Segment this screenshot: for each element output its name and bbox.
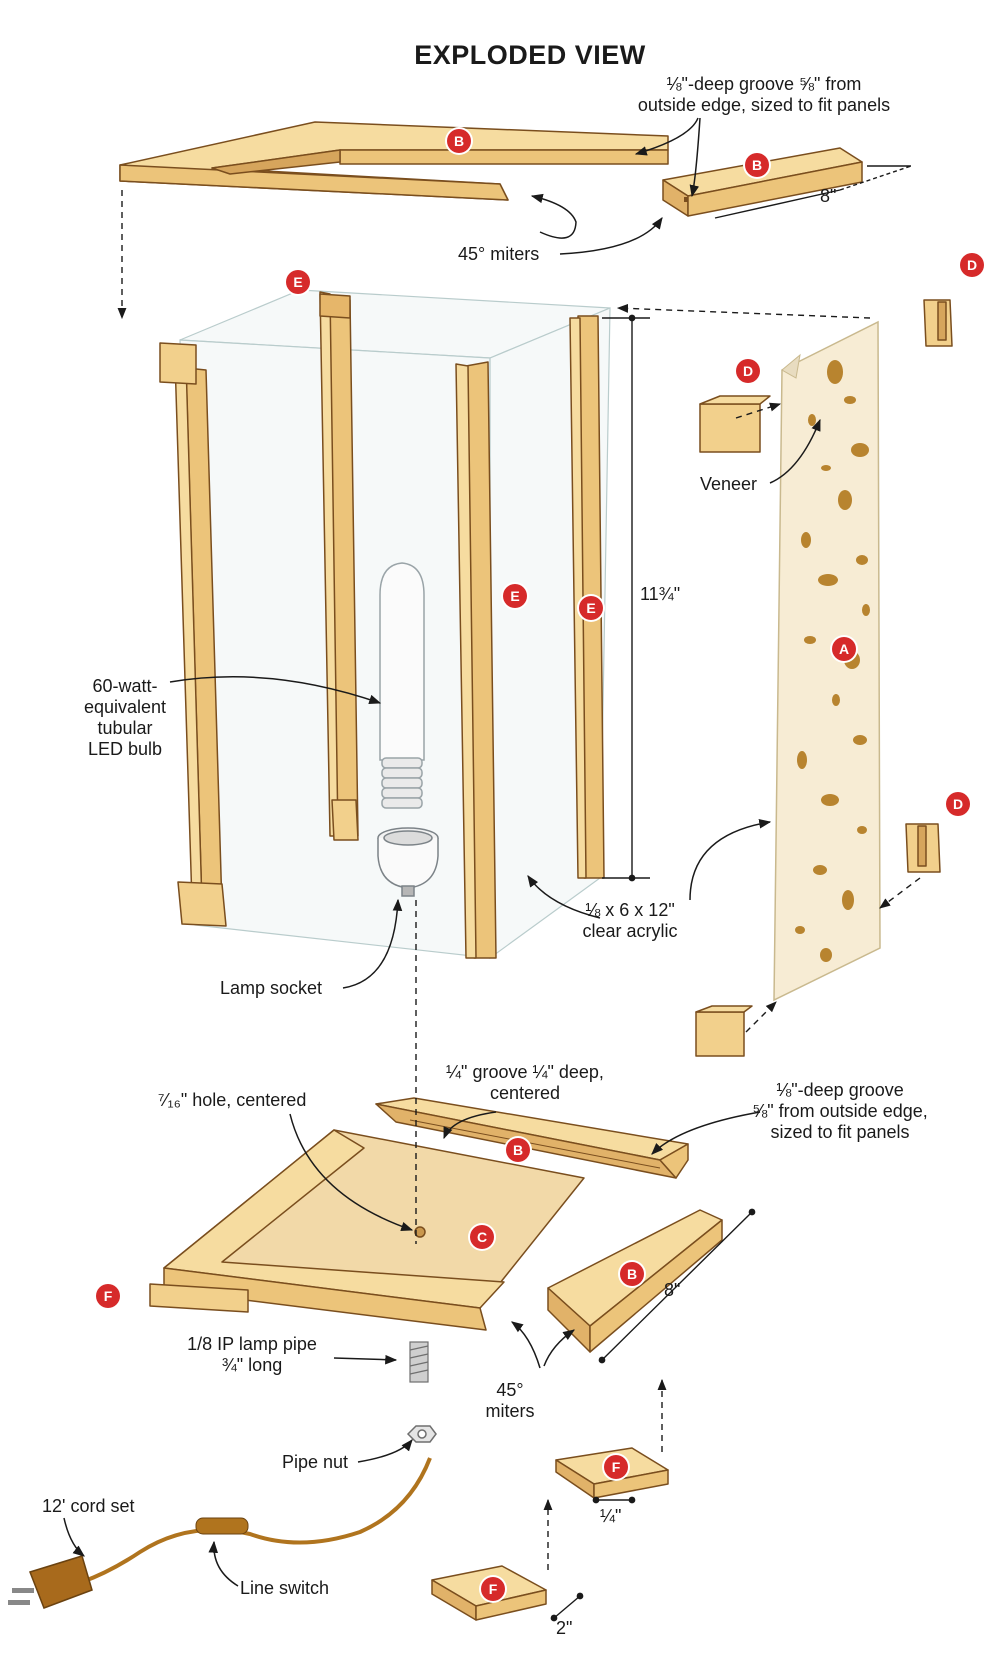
part-tag-d: D	[960, 253, 984, 277]
base-frame	[149, 1129, 585, 1331]
label-line: miters	[485, 1401, 535, 1421]
part-tag-e: E	[579, 596, 603, 620]
label-line: LED bulb	[87, 739, 163, 759]
label-line: clear acrylic	[582, 921, 678, 941]
diagram-title: EXPLODED VIEW	[414, 40, 646, 70]
part-tag-f: F	[604, 1455, 628, 1479]
feet	[431, 1447, 669, 1621]
label-top-dim: 8"	[820, 186, 837, 206]
part-tag-f: F	[96, 1284, 120, 1308]
label-line: 1/8 IP lamp pipe	[187, 1334, 317, 1354]
label-line: ¾" long	[221, 1355, 283, 1375]
label-hole: ⁷⁄₁₆" hole, centered	[158, 1090, 307, 1110]
corner-posts	[159, 291, 605, 959]
lamp-socket	[377, 827, 439, 897]
part-tag-e: E	[503, 584, 527, 608]
pipe-nut	[406, 1425, 437, 1443]
label-line: tubular	[97, 718, 153, 738]
label-base-dim: 8"	[664, 1280, 681, 1300]
part-tag-c: C	[470, 1225, 494, 1249]
cord-set	[8, 1457, 432, 1609]
label-height: 11¾"	[640, 584, 681, 604]
label-line: ⅛"-deep groove ⅝" from	[666, 74, 862, 94]
label-pipe-nut: Pipe nut	[282, 1452, 349, 1472]
label-cord: 12' cord set	[42, 1496, 135, 1516]
label-line: 60-watt-	[92, 676, 158, 696]
label-line: 45°	[496, 1380, 524, 1400]
label-base-miters: 45°miters	[470, 1380, 550, 1422]
label-acrylic: ⅛ x 6 x 12"clear acrylic	[560, 900, 700, 942]
leaders	[63, 117, 821, 1587]
part-tag-b: B	[447, 129, 471, 153]
part-tag-b: B	[620, 1262, 644, 1286]
veneer-panel	[773, 320, 881, 1002]
lamp-pipe	[409, 1341, 429, 1383]
label-center-groove: ¼" groove ¼" deep,centered	[430, 1062, 620, 1104]
label-veneer: Veneer	[700, 474, 758, 494]
part-tag-f: F	[481, 1577, 505, 1601]
label-foot-thick: ¼"	[600, 1506, 622, 1526]
part-tag-b: B	[506, 1138, 530, 1162]
top-frame	[119, 121, 669, 201]
led-bulb	[379, 562, 425, 809]
label-line: ⅛"-deep groove	[776, 1080, 904, 1100]
label-line: outside edge, sized to fit panels	[637, 95, 891, 115]
part-tag-d: D	[946, 792, 970, 816]
label-switch: Line switch	[240, 1578, 330, 1598]
part-tag-e: E	[286, 270, 310, 294]
part-tag-a: A	[832, 637, 856, 661]
label-line: ⅝" from outside edge,	[752, 1101, 928, 1121]
part-tag-d: D	[736, 359, 760, 383]
assembly-guides	[117, 190, 921, 1570]
label-line: ¼" groove ¼" deep,	[446, 1062, 604, 1082]
label-line: equivalent	[83, 697, 167, 717]
dimension-lines	[550, 165, 912, 1622]
label-line: ⅛ x 6 x 12"	[585, 900, 675, 920]
part-tag-b: B	[745, 153, 769, 177]
label-socket: Lamp socket	[220, 978, 323, 998]
label-top-miters: 45° miters	[458, 244, 540, 264]
label-line: centered	[489, 1083, 561, 1103]
label-line: sized to fit panels	[770, 1122, 910, 1142]
corner-blocks	[695, 299, 953, 1057]
label-foot-dim: 2"	[556, 1618, 573, 1638]
